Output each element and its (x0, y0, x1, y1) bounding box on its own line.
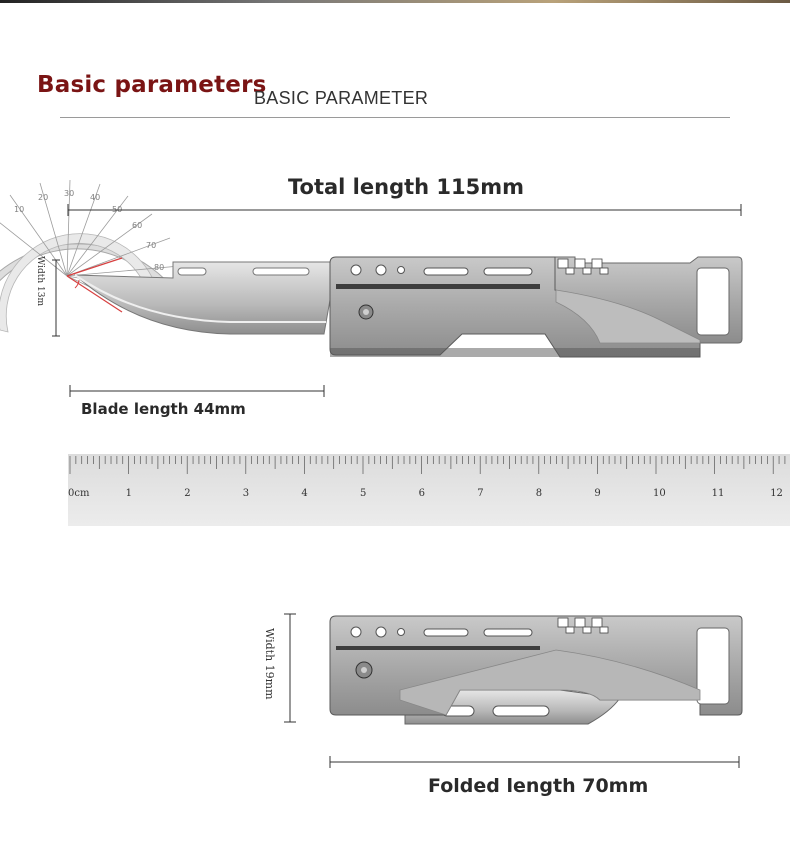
total-length-line (67, 204, 742, 216)
width-folded-label: Width 19mm (263, 628, 276, 700)
ruler-label: 8 (536, 488, 542, 499)
ruler-label: 1 (126, 488, 132, 499)
title-divider (60, 117, 730, 118)
ruler-label: 10 (653, 488, 666, 499)
top-photo-strip (0, 0, 790, 3)
width-bracket-folded (284, 613, 296, 723)
ruler-label: 6 (419, 488, 425, 499)
folded-length-line (329, 756, 740, 768)
blade-length-line (69, 385, 325, 397)
width-bracket-open (52, 259, 60, 337)
ruler-label: 4 (301, 488, 307, 499)
ruler-label: 2 (184, 488, 190, 499)
ruler-label: 5 (360, 488, 366, 499)
protractor-tick-label: 10 (14, 205, 24, 214)
ruler-label: 12 (770, 488, 783, 499)
protractor-tick-label: 60 (132, 221, 142, 230)
width-open-label: Width 13m (35, 256, 45, 306)
protractor-tick-label: 40 (90, 193, 100, 202)
ruler-label: 11 (712, 488, 725, 499)
protractor-tick-label: 30 (64, 189, 74, 198)
protractor-tick-label: 70 (146, 241, 156, 250)
blade-length-label: Blade length 44mm (81, 400, 246, 418)
protractor-tick-label: 80 (154, 263, 164, 272)
open-knife (73, 256, 743, 358)
section-title: Basic parameters (37, 72, 267, 98)
ruler-label: 0cm (68, 488, 90, 499)
ruler-label: 7 (477, 488, 483, 499)
ruler-label: 9 (594, 488, 600, 499)
ruler-label: 3 (243, 488, 249, 499)
total-length-label: Total length 115mm (288, 175, 525, 199)
section-subtitle: BASIC PARAMETER (254, 88, 429, 108)
protractor-tick-label: 20 (38, 193, 48, 202)
folded-knife (329, 615, 743, 725)
folded-length-label: Folded length 70mm (428, 775, 649, 797)
